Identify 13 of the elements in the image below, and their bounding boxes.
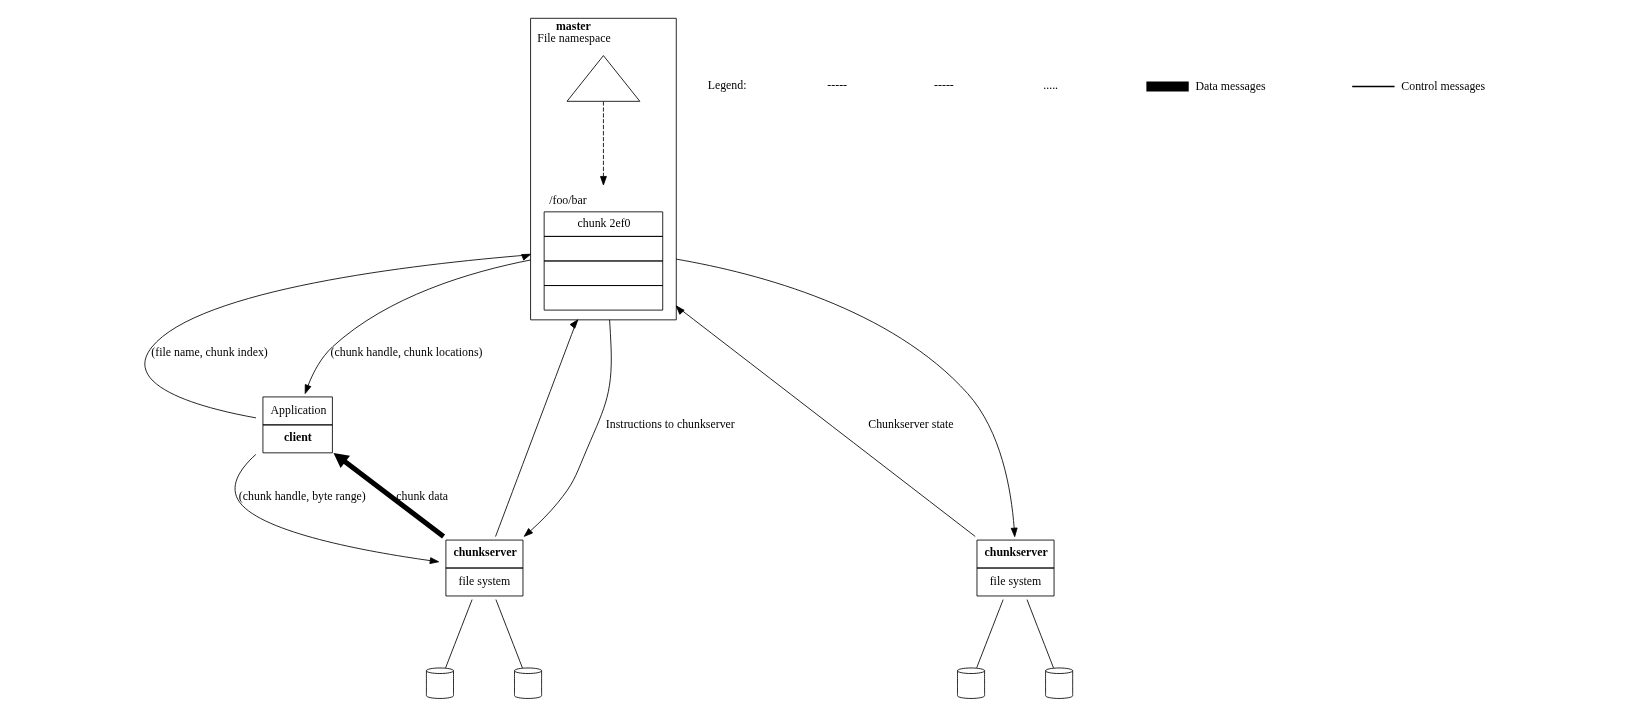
legend-label: Control messages: [1401, 78, 1486, 93]
edge-label: Instructions to chunkserver: [605, 417, 735, 432]
edge-label: (chunk handle, byte range): [238, 488, 366, 503]
edge-label: Chunkserver state: [868, 417, 954, 432]
edge-label: chunk data: [396, 488, 448, 503]
legend-label: Data messages: [1195, 78, 1266, 93]
label: -----: [827, 78, 848, 93]
label: .....: [1043, 78, 1059, 93]
edge-label: (chunk handle, chunk locations): [330, 345, 483, 360]
label: -----: [934, 78, 954, 93]
label: Legend:: [707, 78, 747, 93]
node-label: /foo/bar: [549, 192, 587, 207]
edge-label: (file name, chunk index): [151, 345, 268, 360]
